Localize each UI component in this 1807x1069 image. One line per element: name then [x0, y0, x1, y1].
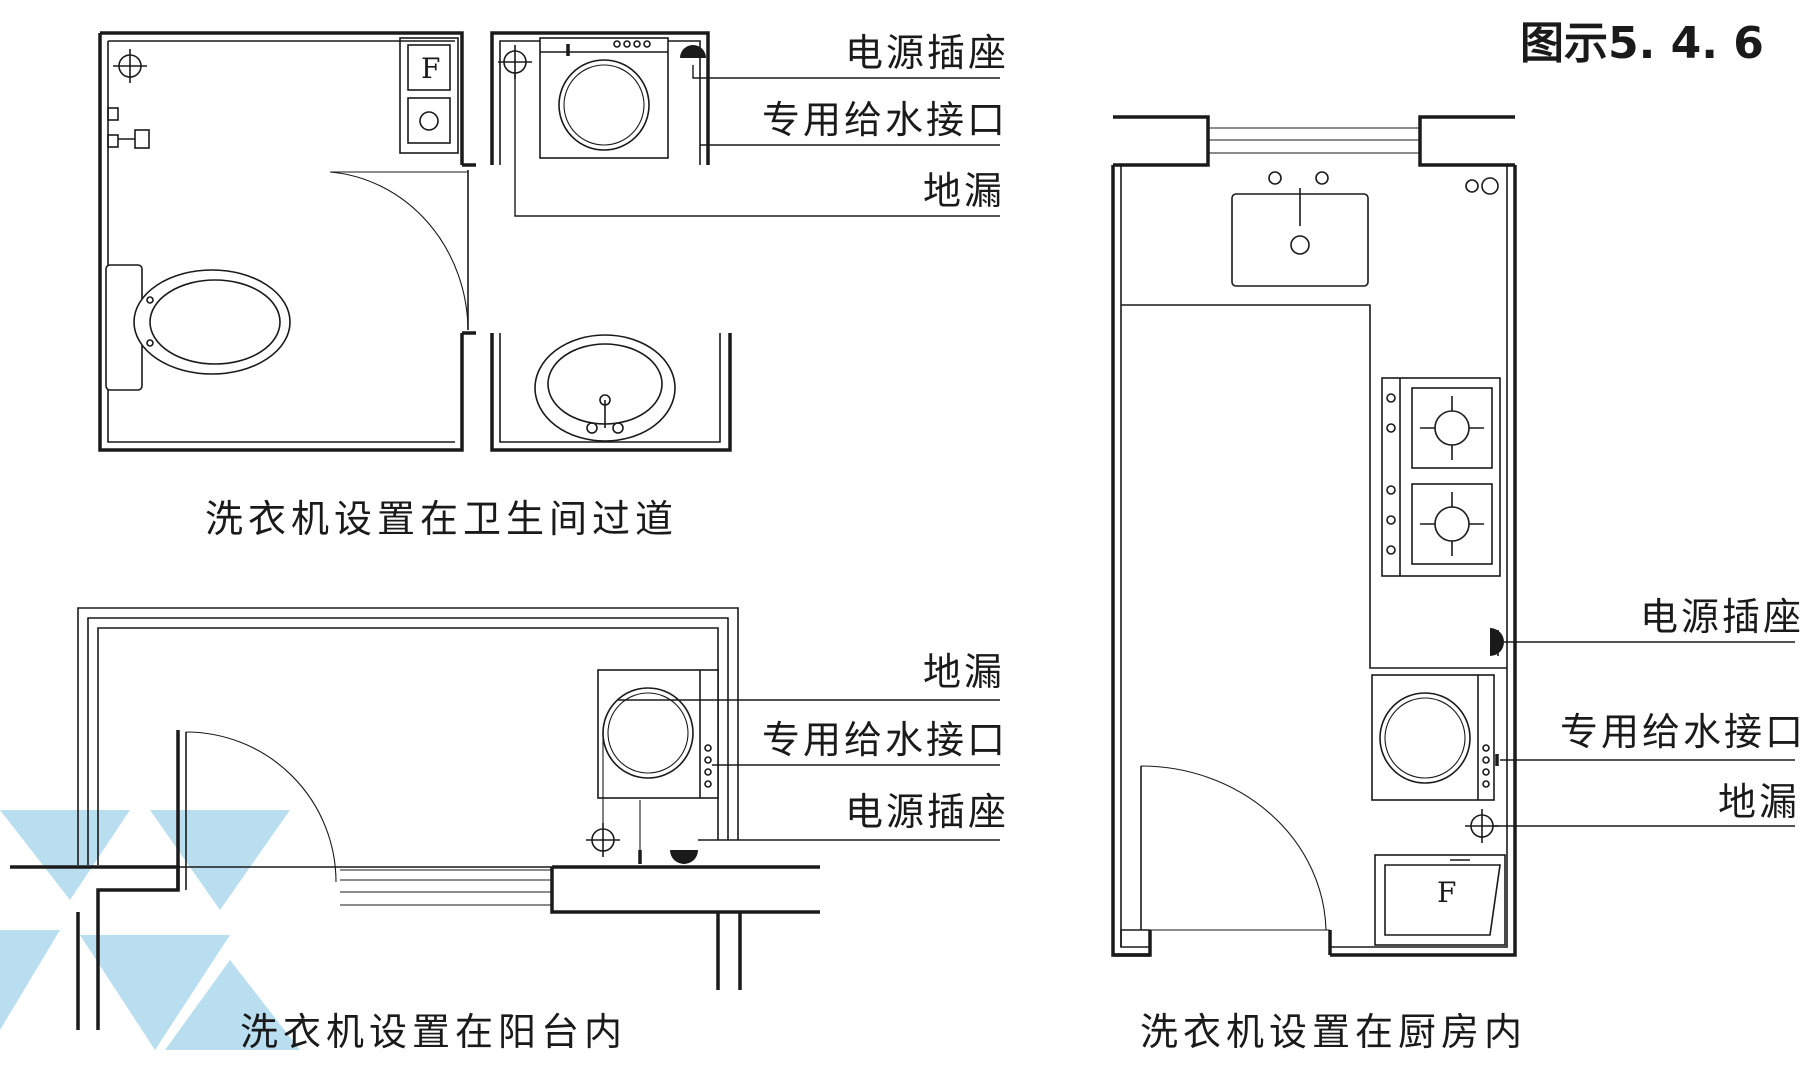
kitchen-fridge-icon [1374, 854, 1506, 946]
kitchen-door-swing [1140, 765, 1327, 931]
bathroom-inner-wall-line [107, 40, 455, 443]
gas-stove-icon [1381, 377, 1501, 577]
toilet-icon [105, 264, 291, 391]
corridor-bottom-wall [490, 333, 732, 452]
panel-bathroom: F [98, 31, 1009, 541]
kitchen-sink-icon [1231, 171, 1369, 287]
floor-drain-symbol [113, 49, 147, 83]
countertop-outline [1121, 304, 1507, 669]
kitchen-fridge-mark: F [1437, 876, 1456, 909]
kitchen-bottom-wall [1113, 930, 1332, 957]
balcony-frame-outer [77, 607, 739, 865]
small-basin-icon [419, 111, 439, 131]
kitchen-washing-machine-icon [1371, 674, 1495, 801]
panel-balcony: 地漏 专用给水接口 电源插座 洗衣机设置在阳台内 [0, 607, 1009, 1054]
fridge-mark: F [421, 52, 440, 85]
bathroom-outer-wall [98, 33, 464, 452]
gas-valve-icon [1465, 179, 1479, 193]
kitchen-label-floor-drain: 地漏 [1718, 780, 1800, 824]
watermark-shapes [0, 810, 300, 1050]
balcony-frame-mid [87, 617, 729, 865]
door-jambs [462, 163, 476, 335]
kitchen-left-wall [1111, 165, 1150, 957]
kitchen-right-inner [1330, 165, 1508, 948]
caption-bathroom: 洗衣机设置在卫生间过道 [205, 497, 678, 541]
power-socket-icon [680, 45, 706, 58]
gas-meter-icon [1481, 177, 1499, 195]
cabinet [399, 37, 459, 154]
balcony-label-floor-drain: 地漏 [923, 650, 1005, 694]
label-power-socket: 电源插座 [845, 31, 1009, 75]
kitchen-door-opening [1120, 929, 1150, 947]
balcony-washing-machine-icon [597, 669, 719, 799]
small-basin-box [407, 97, 451, 144]
kitchen-socket-icon [1490, 628, 1504, 656]
leader-drain [514, 73, 1000, 217]
balcony-label-water-inlet: 专用给水接口 [762, 718, 1008, 762]
kitchen-window-left-jamb [1113, 115, 1210, 167]
caption-kitchen: 洗衣机设置在厨房内 [1140, 1010, 1527, 1054]
kitchen-right-wall [1330, 165, 1517, 957]
window-sill [340, 869, 552, 906]
fridge-box [407, 44, 451, 91]
balcony-door-swing [185, 731, 337, 883]
kitchen-label-power-socket: 电源插座 [1640, 595, 1804, 639]
kitchen-window-lines [1208, 127, 1420, 154]
figure-label: 图示5. 4. 6 [1520, 18, 1764, 69]
balcony-label-power-socket: 电源插座 [845, 790, 1009, 834]
corridor-bottom-inner [499, 333, 721, 443]
kitchen-window-right-jamb [1418, 115, 1515, 167]
caption-balcony: 洗衣机设置在阳台内 [240, 1010, 627, 1054]
panel-kitchen: F 电源插座 专用给水接口 地漏 洗衣机设置在厨房内 [1111, 115, 1806, 1054]
bathroom-top-wall [100, 31, 464, 165]
shower-faucet-icon [107, 107, 150, 149]
wash-basin-icon [534, 334, 676, 442]
balcony-lower-wall [716, 912, 742, 990]
label-floor-drain: 地漏 [923, 169, 1005, 213]
leader-socket [692, 65, 1000, 79]
kitchen-label-water-inlet: 专用给水接口 [1560, 710, 1806, 754]
balcony-right-wall [550, 865, 820, 914]
washing-machine-icon [539, 37, 669, 159]
door-swing [329, 171, 469, 331]
corridor-top-wall [490, 31, 710, 165]
kitchen-left-inner [1120, 165, 1150, 948]
label-water-inlet: 专用给水接口 [762, 98, 1008, 142]
